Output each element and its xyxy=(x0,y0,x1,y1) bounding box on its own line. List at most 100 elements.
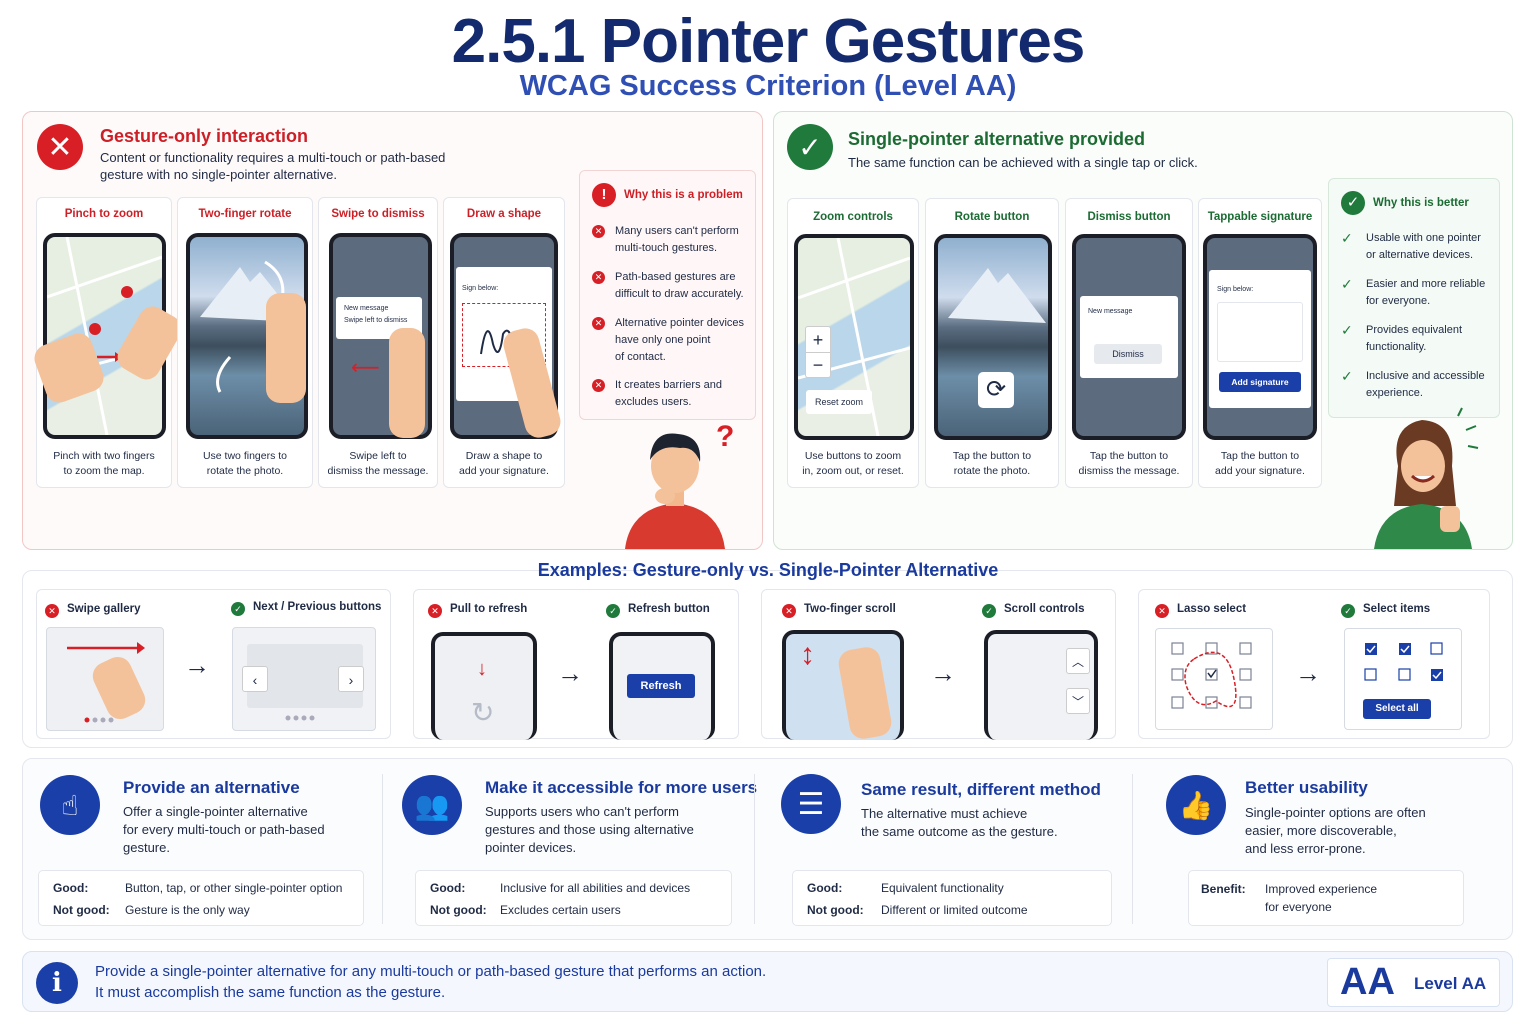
principle-title: Provide an alternative xyxy=(123,778,300,797)
good-value: Inclusive for all abilities and devices xyxy=(500,881,691,895)
example-lasso-select: ✕Lasso select ✓Select items → Select all xyxy=(1138,589,1490,739)
notgood-value: Excludes certain users xyxy=(500,903,621,917)
good-notgood-box: Good: Inclusive for all abilities and de… xyxy=(415,870,732,926)
divider xyxy=(1132,774,1133,924)
pull-refresh-mock: ↓ ↻ xyxy=(431,632,537,740)
message-screen: New message Dismiss xyxy=(1072,234,1186,440)
card-caption: rotate the photo. xyxy=(953,465,1031,477)
scroll-up-button[interactable]: ︿ xyxy=(1066,648,1090,674)
example-bad-label: ✕Two-finger scroll xyxy=(782,603,896,618)
card-title: Pinch to zoom xyxy=(64,208,144,220)
card-caption: add your signature. xyxy=(459,465,549,477)
card-title: Dismiss button xyxy=(1087,211,1171,223)
gallery-buttons-mock: ‹ › xyxy=(232,627,376,731)
arrow-right-icon: → xyxy=(930,658,956,688)
good-value: Button, tap, or other single-pointer opt… xyxy=(125,881,343,895)
example-good-label: ✓Next / Previous buttons xyxy=(231,601,381,616)
checkbox-grid xyxy=(1171,642,1252,709)
signature-area xyxy=(1217,302,1303,362)
why-problem-title: Why this is a problem xyxy=(624,189,743,201)
card-caption: Use two fingers to xyxy=(202,450,288,462)
bad-desc-2: gesture with no single-pointer alternati… xyxy=(100,167,338,182)
sign-label: Sign below: xyxy=(462,285,499,292)
notgood-label: Not good: xyxy=(430,903,487,917)
check-icon: ✓ xyxy=(1341,368,1353,384)
level-label: Level AA xyxy=(1414,974,1487,993)
users-group-icon: 👥 xyxy=(402,775,462,835)
level-aa-badge: AA Level AA xyxy=(1327,958,1500,1007)
rotate-arrow-icon xyxy=(216,355,232,393)
x-icon: ✕ xyxy=(45,604,59,618)
message-title: New message xyxy=(344,305,389,312)
card-caption: Swipe left to xyxy=(349,450,407,462)
benefit-box: Benefit: Improved experience for everyon… xyxy=(1188,870,1464,926)
signature-card: Sign below: Add signature xyxy=(1209,270,1311,408)
principle-title: Make it accessible for more users xyxy=(485,778,758,797)
good-notgood-box: Good: Button, tap, or other single-point… xyxy=(38,870,364,926)
card-title: Tappable signature xyxy=(1207,211,1313,223)
bad-desc-1: Content or functionality requires a mult… xyxy=(100,150,446,165)
question-mark-icon: ? xyxy=(716,420,734,453)
example-bad-label: ✕Swipe gallery xyxy=(45,603,141,618)
notgood-value: Different or limited outcome xyxy=(881,903,1028,917)
select-all-button[interactable]: Select all xyxy=(1363,699,1431,719)
refresh-button[interactable]: Refresh xyxy=(627,674,695,698)
card-caption: Tap the button to xyxy=(952,450,1032,462)
card-title: Draw a shape xyxy=(466,208,542,220)
map-screen: + − Reset zoom xyxy=(794,234,914,440)
sign-label: Sign below: xyxy=(1217,286,1254,293)
example-good-label: ✓Refresh button xyxy=(606,603,710,618)
card-draw-shape: Draw a shape Sign below: Draw a shape to… xyxy=(443,197,565,488)
good-label: Good: xyxy=(807,881,843,895)
add-signature-button[interactable]: Add signature xyxy=(1219,372,1301,392)
benefit-value: Improved experience xyxy=(1265,882,1378,896)
map-pin-icon xyxy=(121,286,133,298)
card-title: Swipe to dismiss xyxy=(331,208,425,220)
card-caption: Tap the button to xyxy=(1089,450,1169,462)
next-button[interactable]: › xyxy=(338,666,364,692)
confused-person-illustration: ? xyxy=(625,420,734,549)
example-swipe-gallery: ✕Swipe gallery ✓Next / Previous buttons … xyxy=(36,589,391,739)
swipe-left-arrow-icon: ⟵ xyxy=(351,357,380,379)
map-screen xyxy=(43,233,166,439)
example-bad-label: ✕Pull to refresh xyxy=(428,603,527,618)
previous-button[interactable]: ‹ xyxy=(242,666,268,692)
arrow-right-icon: → xyxy=(184,650,210,680)
card-caption: Use buttons to zoom xyxy=(804,450,902,462)
dismiss-button[interactable]: Dismiss xyxy=(1094,344,1162,364)
bad-heading: Gesture-only interaction xyxy=(100,126,309,146)
x-icon: ✕ xyxy=(428,604,442,618)
principle-title: Better usability xyxy=(1245,778,1368,797)
x-icon: ✕ xyxy=(592,379,605,392)
zoom-in-button[interactable]: + xyxy=(806,327,830,353)
example-good-label: ✓Scroll controls xyxy=(982,603,1085,618)
card-caption: Draw a shape to xyxy=(465,450,543,462)
divider xyxy=(754,774,755,924)
card-zoom-controls: Zoom controls + − Reset zoom Use buttons… xyxy=(787,198,919,488)
zoom-out-button[interactable]: − xyxy=(812,355,824,375)
refresh-button-mock: Refresh xyxy=(609,632,715,740)
rotate-button[interactable]: ⟳ xyxy=(978,372,1014,408)
message-card: New message Dismiss xyxy=(1080,296,1178,378)
x-icon: ✕ xyxy=(592,271,605,284)
benefit-label: Benefit: xyxy=(1201,882,1246,896)
check-icon: ✓ xyxy=(1341,604,1355,618)
scroll-down-button[interactable]: ﹀ xyxy=(1066,688,1090,714)
checkbox-grid xyxy=(1364,642,1443,681)
card-dismiss-button: Dismiss button New message Dismiss Tap t… xyxy=(1065,198,1193,488)
notgood-label: Not good: xyxy=(807,903,864,917)
why-problem-box: ! Why this is a problem ✕Many users can'… xyxy=(579,170,756,420)
scroll-up-arrow-icon: ↕ xyxy=(800,638,815,671)
info-icon: i xyxy=(36,962,78,1004)
reset-zoom-button[interactable]: Reset zoom xyxy=(806,390,872,414)
